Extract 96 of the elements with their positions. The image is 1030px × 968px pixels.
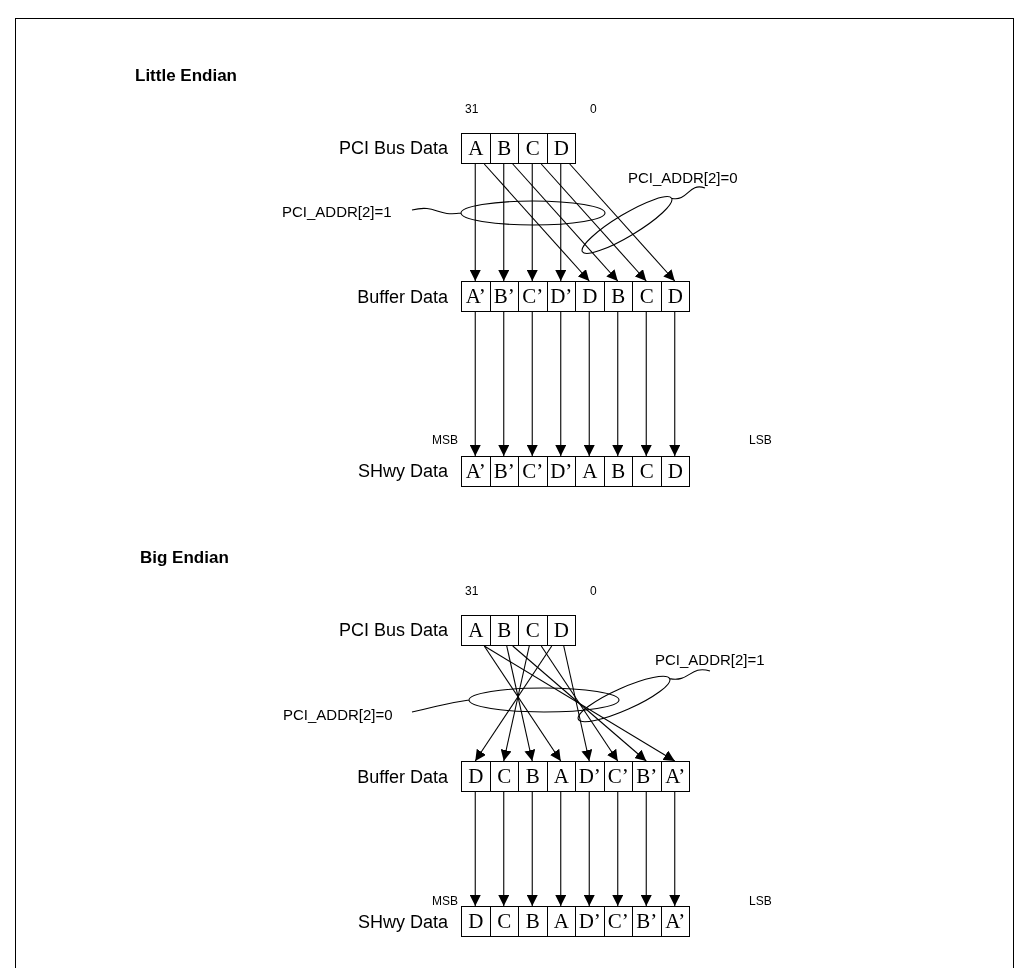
byte-cell: A bbox=[461, 615, 491, 646]
byte-cell: C’ bbox=[603, 906, 633, 937]
byte-cell: D bbox=[660, 281, 690, 312]
arrow bbox=[555, 311, 567, 457]
arrow bbox=[500, 645, 530, 762]
byte-cell: B bbox=[489, 615, 519, 646]
arrow bbox=[498, 311, 510, 457]
bit-number: 31 bbox=[465, 103, 479, 115]
arrow bbox=[512, 163, 619, 282]
byte-cell: D’ bbox=[575, 906, 605, 937]
bit-number: 0 bbox=[590, 585, 597, 597]
byte-cell: C bbox=[632, 456, 662, 487]
byte-cell: C bbox=[489, 761, 519, 792]
byte-cell: D bbox=[461, 906, 491, 937]
byte-cell: B bbox=[518, 906, 548, 937]
byte-cell: B bbox=[489, 133, 519, 164]
byte-cell: D’ bbox=[575, 761, 605, 792]
msb-label: MSB bbox=[432, 895, 458, 907]
byte-cell: C’ bbox=[518, 281, 548, 312]
byte-cell: A bbox=[575, 456, 605, 487]
byte-cell: D bbox=[461, 761, 491, 792]
row-label: PCI Bus Data bbox=[338, 621, 448, 639]
byte-cell: B’ bbox=[489, 456, 519, 487]
byte-cell: C bbox=[518, 615, 548, 646]
section-heading: Big Endian bbox=[140, 549, 229, 566]
byte-cell: C bbox=[489, 906, 519, 937]
leader-line bbox=[581, 186, 706, 254]
bit-number: 31 bbox=[465, 585, 479, 597]
byte-cell: B bbox=[518, 761, 548, 792]
arrow bbox=[540, 645, 619, 762]
arrow bbox=[669, 791, 681, 907]
arrow bbox=[483, 645, 676, 762]
byte-cell: D’ bbox=[546, 456, 576, 487]
byte-cell: A bbox=[546, 906, 576, 937]
arrow bbox=[583, 791, 595, 907]
msb-label: MSB bbox=[432, 434, 458, 446]
arrow bbox=[483, 645, 562, 762]
arrow bbox=[474, 645, 553, 762]
byte-cell: D bbox=[546, 615, 576, 646]
byte-cell: B bbox=[603, 281, 633, 312]
byte-cell: C’ bbox=[603, 761, 633, 792]
leader-line bbox=[577, 669, 711, 723]
row-label: Buffer Data bbox=[357, 288, 448, 306]
arrow bbox=[498, 791, 510, 907]
row-label: SHwy Data bbox=[357, 462, 448, 480]
arrow bbox=[640, 311, 652, 457]
arrow bbox=[612, 791, 624, 907]
arrow bbox=[498, 163, 510, 282]
signal-label: PCI_ADDR[2]=0 bbox=[283, 707, 393, 722]
arrow bbox=[555, 163, 567, 282]
bit-number: 0 bbox=[590, 103, 597, 115]
arrow bbox=[583, 311, 595, 457]
byte-cell: A’ bbox=[660, 761, 690, 792]
lsb-label: LSB bbox=[749, 895, 772, 907]
byte-cell: C bbox=[518, 133, 548, 164]
byte-cell: D bbox=[660, 456, 690, 487]
arrow bbox=[555, 791, 567, 907]
byte-cell: A’ bbox=[660, 906, 690, 937]
arrow bbox=[640, 791, 652, 907]
lsb-label: LSB bbox=[749, 434, 772, 446]
arrow bbox=[469, 311, 481, 457]
byte-cell: D bbox=[575, 281, 605, 312]
arrow bbox=[469, 791, 481, 907]
byte-cell: C’ bbox=[518, 456, 548, 487]
leader-line bbox=[411, 200, 606, 226]
byte-cell: A’ bbox=[461, 456, 491, 487]
arrow bbox=[669, 311, 681, 457]
arrow bbox=[563, 645, 593, 762]
signal-label: PCI_ADDR[2]=1 bbox=[655, 652, 765, 667]
arrow bbox=[483, 163, 590, 282]
row-label: SHwy Data bbox=[357, 913, 448, 931]
arrow bbox=[526, 791, 538, 907]
section-heading: Little Endian bbox=[135, 67, 237, 84]
arrow bbox=[569, 163, 676, 282]
byte-cell: B’ bbox=[632, 906, 662, 937]
byte-cell: D’ bbox=[546, 281, 576, 312]
arrow bbox=[526, 311, 538, 457]
row-label: Buffer Data bbox=[357, 768, 448, 786]
byte-cell: A’ bbox=[461, 281, 491, 312]
byte-cell: D bbox=[546, 133, 576, 164]
leader-line bbox=[411, 687, 620, 713]
signal-label: PCI_ADDR[2]=0 bbox=[628, 170, 738, 185]
byte-cell: A bbox=[546, 761, 576, 792]
byte-cell: B’ bbox=[489, 281, 519, 312]
arrow bbox=[526, 163, 538, 282]
byte-cell: B bbox=[603, 456, 633, 487]
arrow bbox=[506, 645, 536, 762]
byte-cell: A bbox=[461, 133, 491, 164]
signal-label: PCI_ADDR[2]=1 bbox=[282, 204, 392, 219]
arrow bbox=[540, 163, 647, 282]
byte-cell: B’ bbox=[632, 761, 662, 792]
arrow bbox=[612, 311, 624, 457]
arrow bbox=[512, 645, 647, 762]
arrow bbox=[469, 163, 481, 282]
byte-cell: C bbox=[632, 281, 662, 312]
row-label: PCI Bus Data bbox=[338, 139, 448, 157]
